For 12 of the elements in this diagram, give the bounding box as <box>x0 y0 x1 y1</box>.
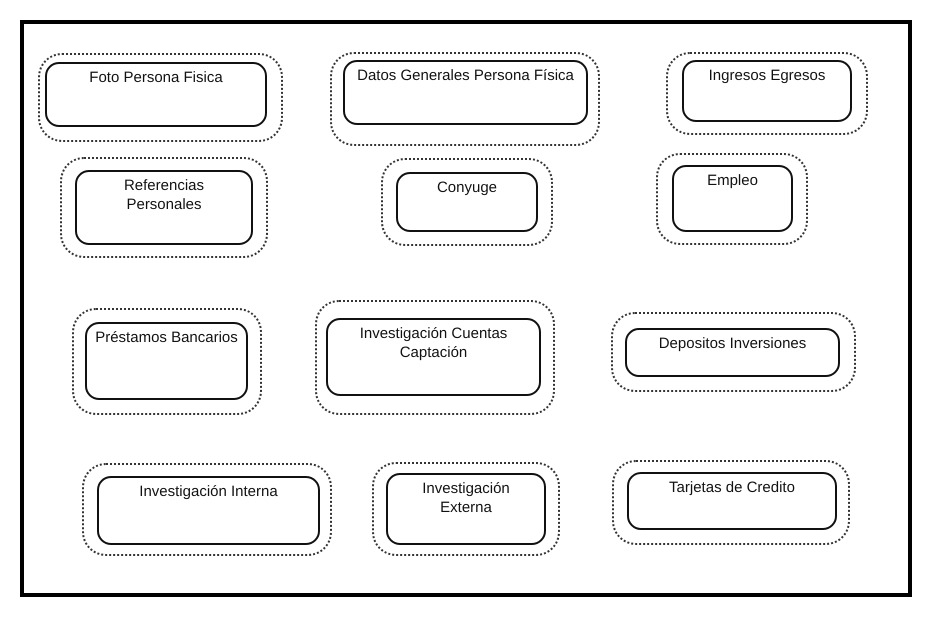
category-box: Investigación Externa <box>386 473 546 545</box>
category-box: Referencias Personales <box>75 170 253 245</box>
category-box: Depositos Inversiones <box>625 328 840 377</box>
category-box: Préstamos Bancarios <box>85 322 248 400</box>
category-box: Tarjetas de Credito <box>627 472 837 530</box>
category-box: Empleo <box>672 165 793 232</box>
category-box: Datos Generales Persona Física <box>343 60 588 125</box>
category-box: Foto Persona Fisica <box>45 62 267 127</box>
category-box: Ingresos Egresos <box>682 60 852 122</box>
category-box: Conyuge <box>396 172 538 232</box>
category-box: Investigación Interna <box>97 476 320 545</box>
category-box: Investigación Cuentas Captación <box>326 318 541 396</box>
